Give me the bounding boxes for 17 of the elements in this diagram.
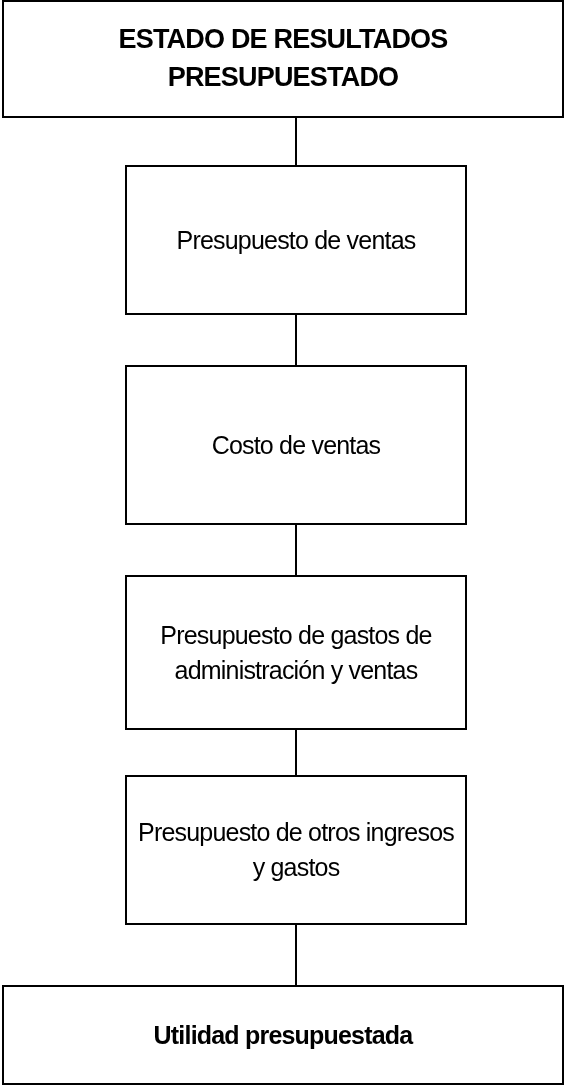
connector-line: [295, 314, 297, 366]
process-box: [125, 575, 467, 730]
box-label: Presupuesto de otros ingresos y gastos: [137, 817, 455, 883]
process-box: [125, 165, 467, 315]
process-box: [125, 775, 467, 925]
heading-text: Utilidad presupuestada: [152, 1019, 415, 1051]
connector-line: [295, 924, 297, 986]
box-label: Presupuesto de ventas: [175, 224, 417, 256]
process-box: [125, 365, 467, 525]
process-box: [2, 0, 564, 118]
heading-text: ESTADO DE RESULTADOS PRESUPUESTADO: [117, 23, 449, 94]
process-box: [2, 985, 564, 1085]
box-label: Costo de ventas: [210, 429, 382, 461]
box-label: Presupuesto de gastos de administración y ventas: [159, 619, 433, 686]
connector-line: [295, 524, 297, 576]
connector-line: [295, 729, 297, 776]
connector-line: [295, 117, 297, 166]
